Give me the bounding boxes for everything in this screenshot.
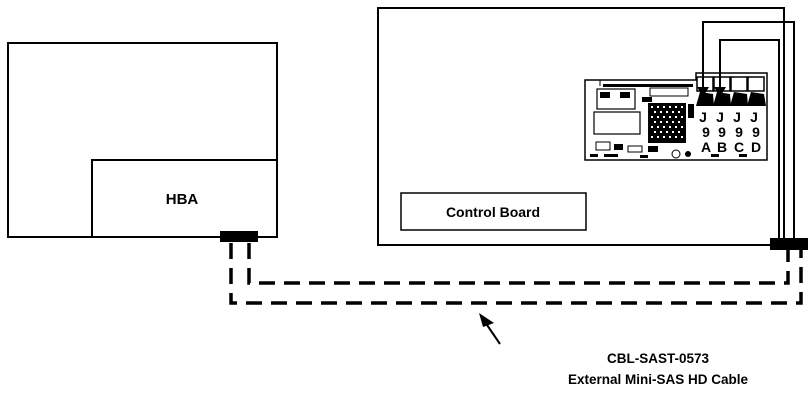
control-board-box: [400, 192, 587, 231]
cable-part-number: CBL-SAST-0573: [607, 351, 710, 366]
control-board-label: Control Board: [446, 204, 540, 220]
connector-number-1: 9: [702, 124, 710, 140]
external-cable-outer: [229, 243, 803, 305]
cable-arrowhead-inner: [714, 87, 726, 97]
cable-arrowhead-outer: [697, 87, 709, 97]
cable-description: External Mini-SAS HD Cable: [568, 372, 749, 387]
external-cable-inner: [247, 243, 790, 285]
connector-letter-b: B: [717, 139, 727, 155]
hba-port: [220, 231, 258, 242]
connector-label-j-1: J: [699, 109, 707, 125]
internal-cable-outer: [702, 21, 795, 240]
chassis-port: [770, 238, 808, 250]
internal-cable-inner: [719, 39, 780, 240]
control-board-pcb: [584, 72, 768, 161]
connector-letter-c: C: [734, 139, 744, 155]
hba-card: [91, 159, 278, 238]
connector-number-3: 9: [735, 124, 743, 140]
connector-letter-a: A: [701, 139, 711, 155]
callout-arrow-head: [479, 313, 494, 327]
connector-label-j-2: J: [716, 109, 724, 125]
connector-letter-d: D: [751, 139, 761, 155]
connector-number-4: 9: [752, 124, 760, 140]
callout-arrow-line: [484, 321, 501, 345]
connector-label-j-3: J: [733, 109, 741, 125]
hba-label: HBA: [166, 191, 199, 208]
connector-label-j-4: J: [750, 109, 758, 125]
connector-number-2: 9: [718, 124, 726, 140]
